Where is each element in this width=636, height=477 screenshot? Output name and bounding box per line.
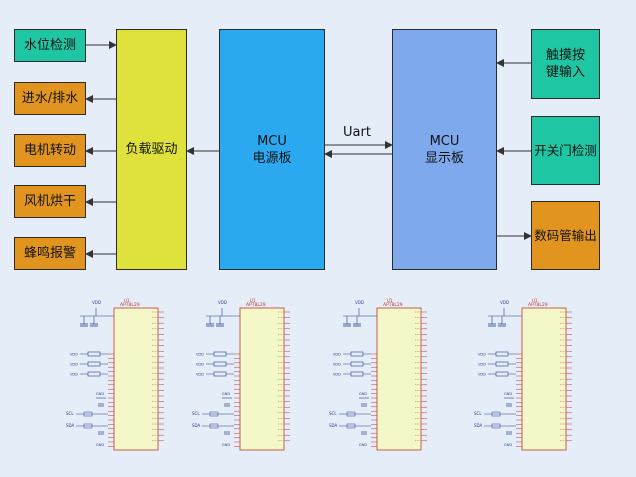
net-sda: SDA xyxy=(192,423,201,428)
resistor xyxy=(495,371,509,377)
block-water-level: 水位检测 xyxy=(14,29,86,62)
net-vdd-small: VDD xyxy=(196,363,204,367)
mcu-display-subtitle: 显示板 xyxy=(424,150,464,166)
block-seg-display: 数码管输出 xyxy=(531,201,600,270)
net-sda: SDA xyxy=(329,423,338,428)
net-vdd-small: VDD xyxy=(70,353,78,357)
net-vdd-small: VDD xyxy=(478,363,486,367)
net-scl: SCL xyxy=(66,411,74,416)
net-vdd-small: VDD xyxy=(333,363,341,367)
block-door-detect: 开关门检测 xyxy=(531,116,600,185)
net-vdd: VDD xyxy=(355,300,364,305)
net-gnd: GND xyxy=(96,443,104,447)
block-load-driver: 负载驱动 xyxy=(116,29,187,270)
net-vdd: VDD xyxy=(92,300,101,305)
chip-body xyxy=(521,307,567,451)
mcu-power-title: MCU xyxy=(257,133,287,149)
resistor xyxy=(350,361,364,367)
block-water-inlet: 进水/排水 xyxy=(14,82,86,115)
net-vdd-small: VDD xyxy=(70,363,78,367)
chip-label: APT8L29 xyxy=(120,302,140,308)
net-gnd: GND xyxy=(222,392,230,396)
net-sda: SDA xyxy=(66,423,75,428)
chip-ref: U1 xyxy=(124,298,130,303)
scl-resistor xyxy=(209,411,219,417)
scl-resistor xyxy=(346,411,356,417)
net-vdd-small: VDD xyxy=(478,373,486,377)
resistor xyxy=(213,351,227,357)
mcu-display-title: MCU xyxy=(429,133,460,149)
net-gnd: GND xyxy=(504,392,512,396)
net-vdd-small: VDD xyxy=(196,373,204,377)
resistor xyxy=(87,361,101,367)
mcu-power-subtitle: 电源板 xyxy=(252,150,292,166)
net-gnd: GND xyxy=(222,443,230,447)
chip-body xyxy=(113,307,159,451)
sda-resistor xyxy=(209,423,219,429)
chip-ref: U1 xyxy=(250,298,256,303)
net-sda: SDA xyxy=(474,423,483,428)
chip-body xyxy=(376,307,422,451)
net-gnd: GND xyxy=(359,392,367,396)
scl-resistor xyxy=(491,411,501,417)
net-vdd-small: VDD xyxy=(333,353,341,357)
resistor xyxy=(495,361,509,367)
net-vdd-small: VDD xyxy=(196,353,204,357)
net-vdd-small: VDD xyxy=(333,373,341,377)
net-scl: SCL xyxy=(474,411,482,416)
resistor xyxy=(350,351,364,357)
resistor xyxy=(350,371,364,377)
sda-resistor xyxy=(346,423,356,429)
chip-label: APT8L29 xyxy=(246,302,266,308)
resistor xyxy=(87,351,101,357)
scl-resistor xyxy=(83,411,93,417)
net-gnd: GND xyxy=(96,392,104,396)
uart-label: Uart xyxy=(343,125,371,140)
resistor xyxy=(213,361,227,367)
block-fan-dry: 风机烘干 xyxy=(14,185,86,218)
sda-resistor xyxy=(83,423,93,429)
sda-resistor xyxy=(491,423,501,429)
block-motor: 电机转动 xyxy=(14,134,86,167)
net-scl: SCL xyxy=(329,411,337,416)
net-vdd-small: VDD xyxy=(478,353,486,357)
resistor xyxy=(213,371,227,377)
net-vdd: VDD xyxy=(500,300,509,305)
chip-label: APT8L29 xyxy=(528,302,548,308)
block-mcu-display: MCU 显示板 xyxy=(392,29,497,270)
block-buzzer: 蜂鸣报警 xyxy=(14,237,86,270)
resistor xyxy=(495,351,509,357)
chip-body xyxy=(239,307,285,451)
net-gnd: GND xyxy=(359,443,367,447)
net-gnd: GND xyxy=(504,443,512,447)
net-vdd: VDD xyxy=(218,300,227,305)
chip-label: APT8L29 xyxy=(383,302,403,308)
block-touch-keys: 触摸按键输入 xyxy=(531,29,600,99)
net-vdd-small: VDD xyxy=(70,373,78,377)
chip-ref: U1 xyxy=(387,298,393,303)
block-mcu-power: MCU 电源板 xyxy=(219,29,325,270)
resistor xyxy=(87,371,101,377)
chip-ref: U1 xyxy=(532,298,538,303)
net-scl: SCL xyxy=(192,411,200,416)
